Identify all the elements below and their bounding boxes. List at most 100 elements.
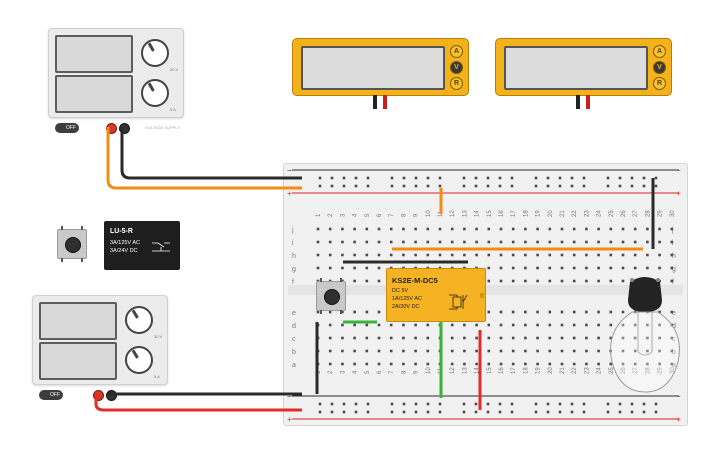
column-number: 25 bbox=[609, 367, 615, 374]
power-switch[interactable]: OFF bbox=[39, 390, 63, 400]
relay-ks2e-m-dc5[interactable]: KS2E-M-DC5 DC 5V 1A/125V AC 2A/30V DC bbox=[386, 268, 486, 322]
breadboard-hole bbox=[353, 349, 356, 353]
breadboard-hole bbox=[499, 323, 503, 327]
row-letter: c bbox=[672, 336, 676, 343]
red-probe-jack[interactable] bbox=[383, 95, 387, 109]
breadboard-hole bbox=[499, 349, 503, 353]
breadboard-hole bbox=[646, 240, 649, 244]
voltmeter-mode-button[interactable]: V bbox=[450, 61, 463, 74]
breadboard-hole bbox=[621, 362, 625, 366]
breadboard-hole bbox=[438, 253, 442, 257]
rail-hole bbox=[426, 184, 430, 188]
power-switch[interactable]: OFF bbox=[55, 123, 79, 133]
voltmeter-mode-button[interactable]: V bbox=[653, 61, 666, 74]
relay-pin-marker bbox=[480, 293, 484, 298]
row-letter: b bbox=[292, 349, 296, 356]
rail-hole bbox=[342, 410, 346, 414]
breadboard-hole bbox=[536, 323, 539, 327]
pin bbox=[81, 258, 83, 262]
breadboard-hole bbox=[609, 336, 613, 340]
red-probe-jack[interactable] bbox=[586, 95, 590, 109]
rail-symbol: − bbox=[287, 166, 292, 175]
breadboard-hole bbox=[487, 227, 491, 231]
pushbutton-loose[interactable] bbox=[57, 226, 87, 262]
breadboard-hole bbox=[475, 349, 478, 353]
breadboard-hole bbox=[414, 323, 417, 327]
breadboard-hole bbox=[426, 336, 430, 340]
ohmmeter-mode-button[interactable]: R bbox=[653, 77, 666, 90]
breadboard-hole bbox=[328, 349, 332, 353]
rail-hole bbox=[606, 410, 610, 414]
positive-terminal[interactable] bbox=[93, 390, 104, 401]
pushbutton-breadboard[interactable] bbox=[316, 278, 346, 314]
breadboard-hole bbox=[389, 349, 393, 353]
breadboard-hole bbox=[524, 240, 527, 244]
breadboard-hole bbox=[646, 227, 649, 231]
breadboard-hole bbox=[414, 362, 417, 366]
rail-hole bbox=[318, 176, 322, 180]
column-number: 4 bbox=[353, 370, 359, 374]
column-number: 16 bbox=[499, 367, 505, 374]
breadboard-hole bbox=[487, 253, 491, 257]
breadboard-hole bbox=[597, 310, 600, 314]
column-number: 9 bbox=[414, 370, 420, 374]
column-number: 7 bbox=[389, 213, 395, 217]
rail-hole bbox=[582, 176, 586, 180]
rail-hole bbox=[462, 402, 466, 406]
breadboard-hole bbox=[341, 266, 344, 270]
row-letter: f bbox=[672, 279, 674, 286]
breadboard-hole bbox=[646, 336, 649, 340]
current-knob[interactable] bbox=[125, 346, 153, 374]
rail-hole bbox=[486, 410, 490, 414]
column-number: 19 bbox=[536, 210, 542, 217]
column-number: 28 bbox=[645, 210, 651, 217]
light-bulb[interactable] bbox=[610, 277, 680, 393]
voltage-knob[interactable] bbox=[125, 306, 153, 334]
rail-hole bbox=[570, 402, 574, 406]
ohmmeter-mode-button[interactable]: R bbox=[450, 77, 463, 90]
row-letter: g bbox=[292, 266, 296, 273]
breadboard-hole bbox=[450, 362, 454, 366]
negative-terminal[interactable] bbox=[119, 123, 130, 134]
column-number: 5 bbox=[365, 213, 371, 217]
rail-symbol: + bbox=[287, 189, 292, 198]
breadboard-hole bbox=[536, 349, 539, 353]
column-number: 4 bbox=[353, 213, 359, 217]
column-number: 6 bbox=[377, 213, 383, 217]
breadboard-hole bbox=[328, 227, 332, 231]
current-knob[interactable] bbox=[141, 79, 169, 107]
column-number: 30 bbox=[670, 210, 676, 217]
rail-hole bbox=[546, 410, 550, 414]
row-letter: d bbox=[292, 323, 296, 330]
breadboard-hole bbox=[377, 362, 381, 366]
black-probe-jack[interactable] bbox=[373, 95, 377, 109]
voltage-knob[interactable] bbox=[141, 39, 169, 67]
breadboard-hole bbox=[585, 349, 588, 353]
breadboard-hole bbox=[438, 227, 442, 231]
rail-hole bbox=[366, 176, 370, 180]
breadboard-hole bbox=[524, 266, 527, 270]
black-probe-jack[interactable] bbox=[576, 95, 580, 109]
relay-lu-5-r[interactable]: LU-5-R 3A/125V AC 3A/24V DC bbox=[104, 221, 180, 270]
rail-hole bbox=[474, 184, 478, 188]
rail-hole bbox=[582, 402, 586, 406]
voltage-unit-label: 30 V bbox=[170, 67, 179, 72]
voltage-unit-label: 30 V bbox=[154, 334, 163, 339]
breadboard-hole bbox=[511, 310, 515, 314]
breadboard-hole bbox=[633, 266, 637, 270]
breadboard-hole bbox=[524, 323, 527, 327]
breadboard-hole bbox=[463, 362, 466, 366]
row-letter: e bbox=[672, 310, 676, 317]
multimeter-right: A V R bbox=[495, 38, 672, 109]
breadboard-hole bbox=[353, 362, 356, 366]
breadboard-hole bbox=[475, 323, 478, 327]
breadboard-hole bbox=[548, 227, 552, 231]
rail-hole bbox=[558, 402, 562, 406]
breadboard-hole bbox=[328, 323, 332, 327]
ammeter-mode-button[interactable]: A bbox=[653, 45, 666, 58]
breadboard-hole bbox=[377, 349, 381, 353]
breadboard-hole bbox=[658, 253, 661, 257]
ammeter-mode-button[interactable]: A bbox=[450, 45, 463, 58]
breadboard-hole bbox=[609, 227, 613, 231]
breadboard-hole bbox=[646, 253, 649, 257]
